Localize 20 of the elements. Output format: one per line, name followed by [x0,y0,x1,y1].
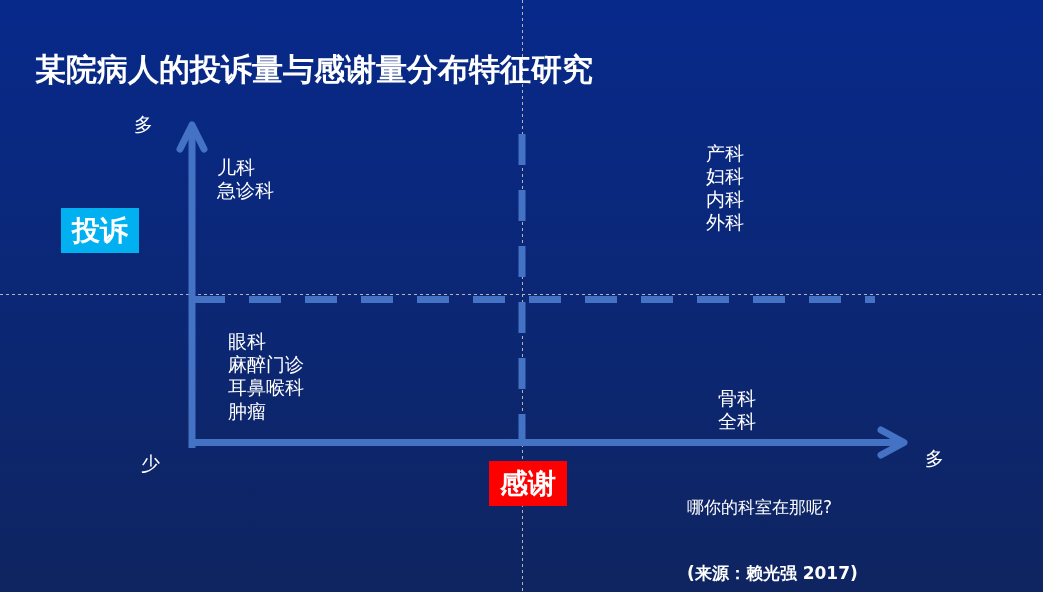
department-label: 全科 [718,410,756,433]
department-label: 内科 [706,188,744,211]
axis-label-tag: 投诉 [61,208,139,253]
department-label: 骨科 [718,387,756,410]
axis-label-tag: 感谢 [489,461,567,506]
source-note: (来源：赖光强 2017) [687,563,858,584]
department-label: 儿科 [217,156,255,179]
title: 某院病人的投诉量与感谢量分布特征研究 [35,51,593,87]
department-label: 肿瘤 [228,400,266,423]
question-text: 哪你的科室在那呢? [687,497,833,518]
department-label: 妇科 [706,165,744,188]
department-label: 耳鼻喉科 [228,376,304,399]
scale-label: 多 [925,447,944,470]
scale-label: 少 [141,452,160,475]
department-label: 麻醉门诊 [228,353,304,376]
department-label: 急诊科 [217,179,274,202]
department-label: 外科 [706,211,744,234]
department-label: 产科 [706,142,744,165]
scale-label: 多 [134,113,153,136]
department-label: 眼科 [228,330,266,353]
